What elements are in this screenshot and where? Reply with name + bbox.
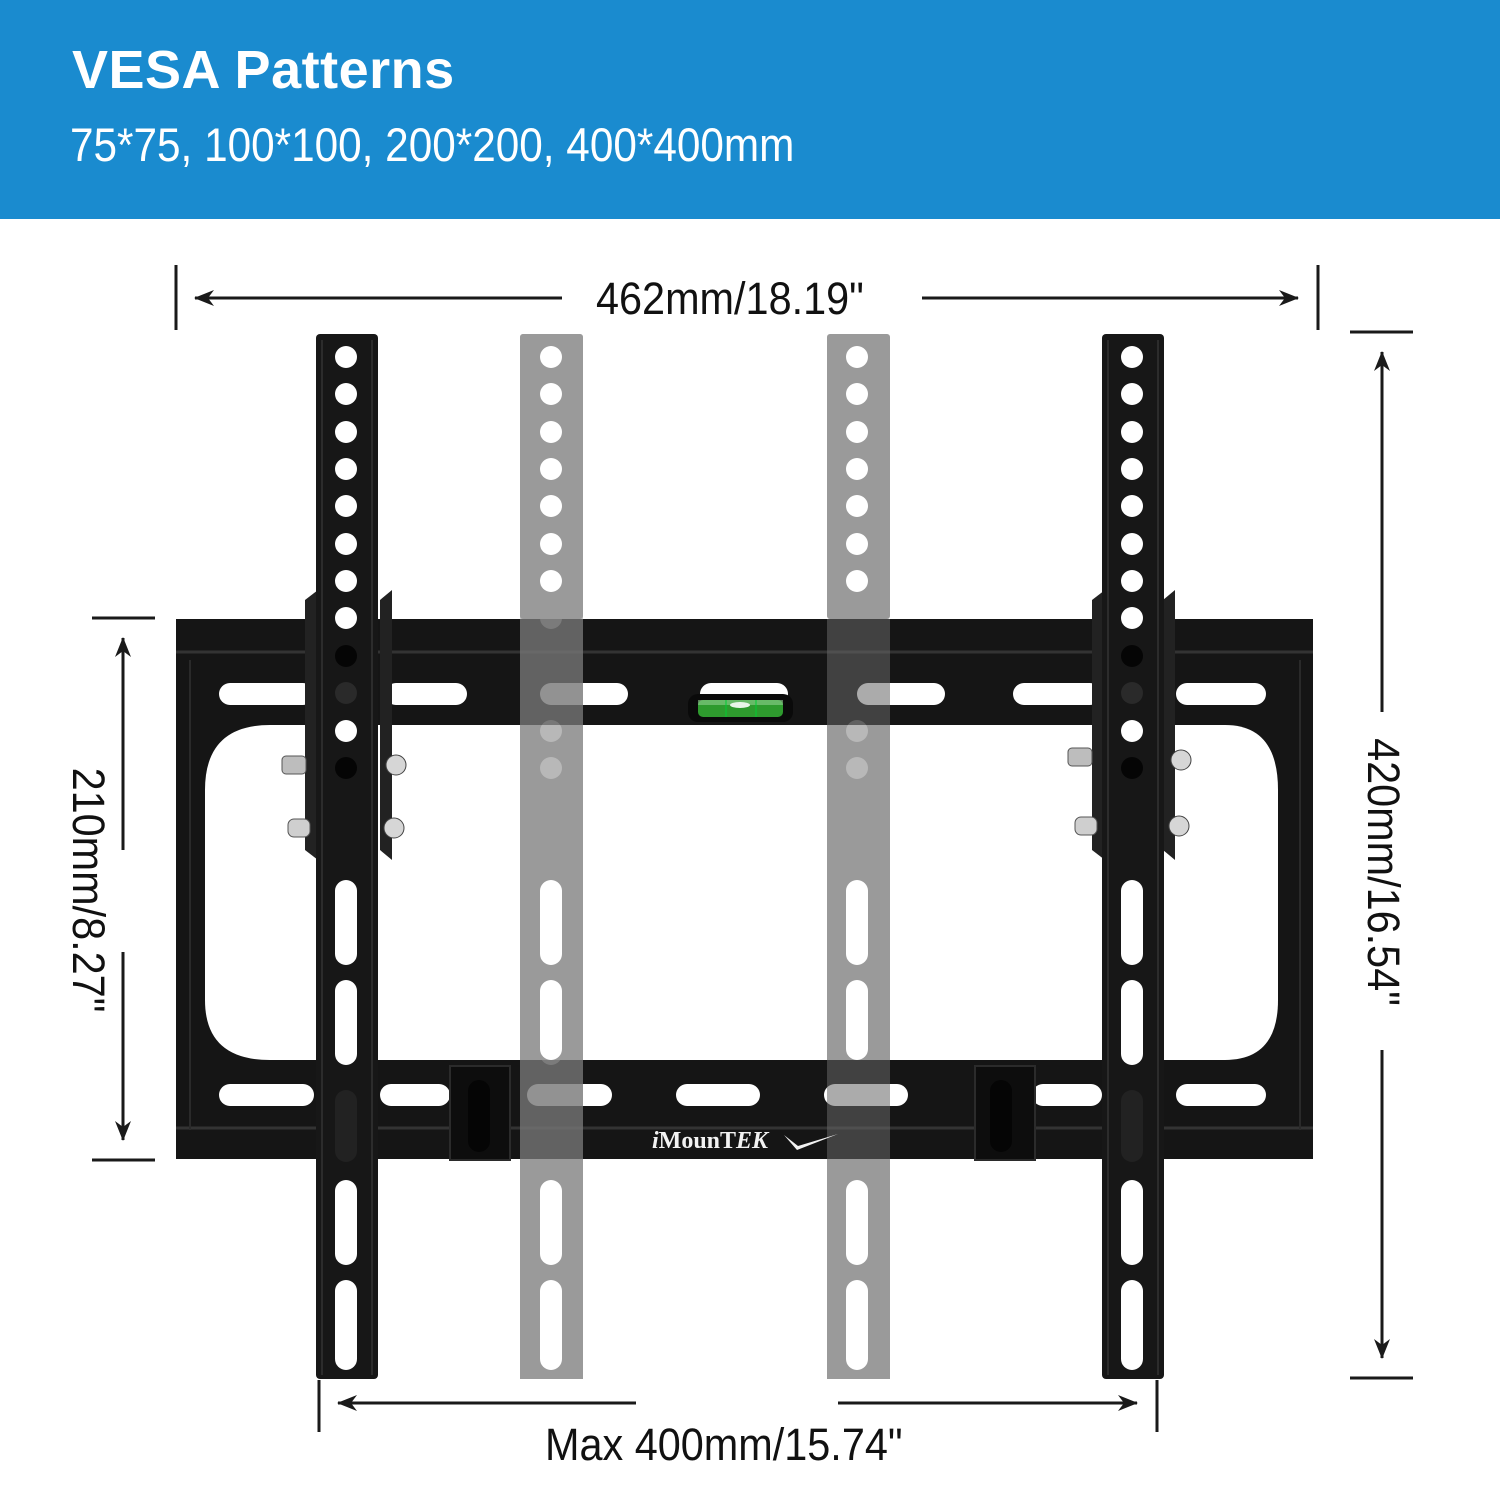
- overall-width-label: 462mm/18.19": [596, 273, 864, 324]
- page-title: VESA Patterns: [72, 40, 455, 100]
- tv-bracket-arm-right: [1067, 334, 1192, 1379]
- tv-bracket-arm-left: [281, 334, 407, 1379]
- vesa-pattern-list: 75*75, 100*100, 200*200, 400*400mm: [70, 118, 795, 171]
- bolt-icon: [1067, 747, 1192, 837]
- overall-height-label: 420mm/16.54": [1358, 738, 1409, 1006]
- ghost-arm-inner-right: [827, 334, 890, 1379]
- brand-checkmark-icon: [784, 1134, 838, 1150]
- bubble-level-icon: [688, 694, 793, 722]
- brand-logo-t: T: [720, 1128, 737, 1154]
- brand-logo-moun: Moun: [658, 1128, 721, 1154]
- brand-logo-ek: EK: [736, 1128, 769, 1154]
- brand-logo: iMounTEK: [652, 1126, 768, 1156]
- dimension-lines: [92, 265, 1413, 1432]
- brand-logo-i: i: [652, 1128, 659, 1154]
- bolt-icon: [281, 754, 407, 839]
- header-banner: VESA Patterns 75*75, 100*100, 200*200, 4…: [0, 0, 1500, 219]
- plate-height-label: 210mm/8.27": [63, 767, 114, 1013]
- ghost-arm-inner-left-overlay: [520, 334, 583, 1379]
- max-vesa-label: Max 400mm/15.74": [545, 1419, 903, 1470]
